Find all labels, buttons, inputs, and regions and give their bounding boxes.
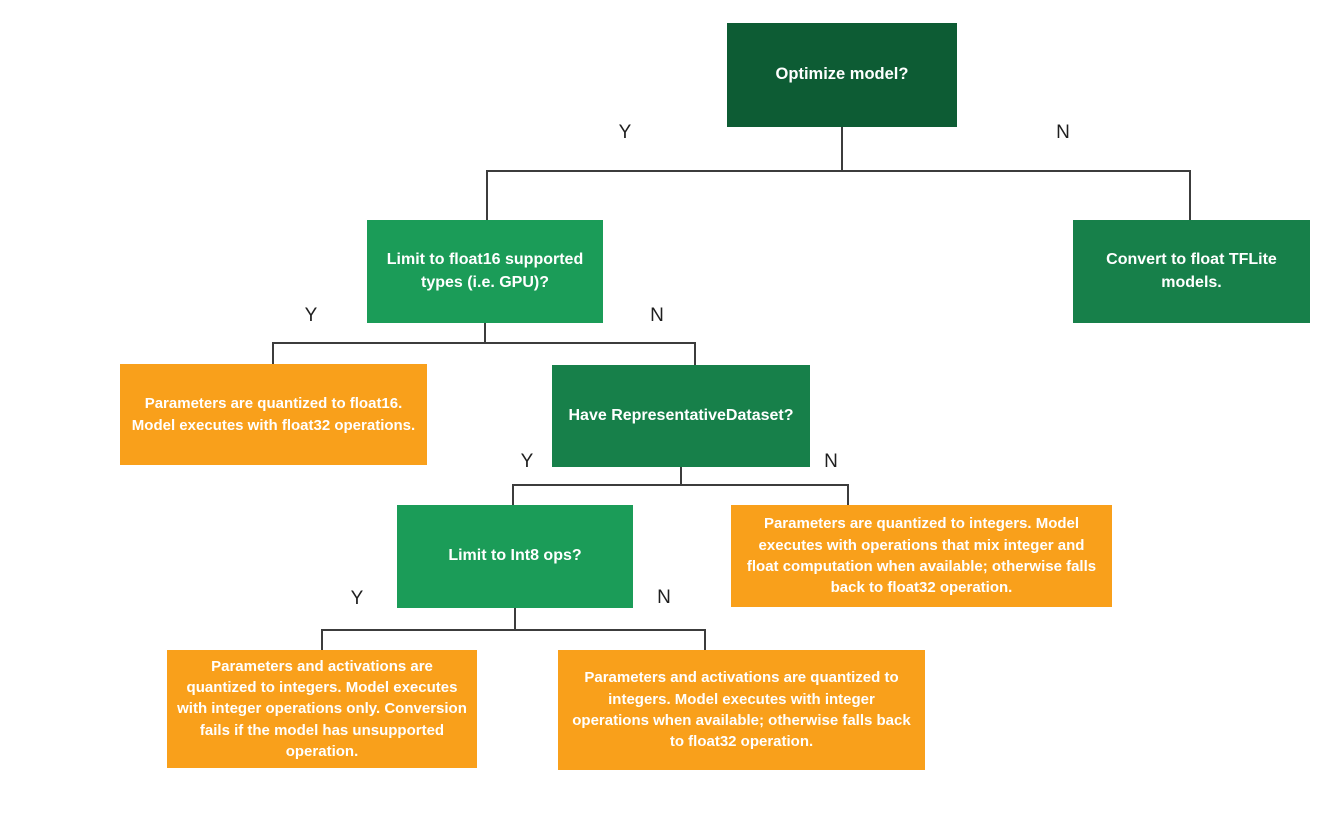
branch-label-float16-yes: Y — [304, 305, 318, 326]
node-integer-fallback-result-label: Parameters and activations are quantized… — [572, 669, 911, 751]
edge-float16-to-float16-result — [272, 323, 486, 364]
branch-label-rep-dataset-no: N — [824, 451, 838, 472]
node-have-representative-dataset: Have RepresentativeDataset? — [552, 365, 810, 467]
branch-label-float16-no: N — [650, 305, 664, 326]
node-limit-int8-ops: Limit to Int8 ops? — [397, 505, 633, 608]
branch-label-int8-yes: Y — [350, 588, 364, 609]
node-have-representative-dataset-label: Have RepresentativeDataset? — [568, 406, 794, 424]
edge-float16-to-rep-dataset — [485, 342, 696, 365]
branch-label-optimize-no: N — [1056, 122, 1070, 143]
branch-label-rep-dataset-yes: Y — [520, 451, 534, 472]
node-full-integer-result: Parameters and activations are quantized… — [167, 650, 477, 768]
edge-rep-dataset-to-dynamic-range-result — [681, 484, 849, 505]
node-integer-fallback-result: Parameters and activations are quantized… — [558, 650, 925, 770]
edge-optimize-to-float16 — [486, 127, 843, 220]
node-convert-float-tflite: Convert to float TFLite models. — [1073, 220, 1310, 323]
node-dynamic-range-result-label: Parameters are quantized to integers. Mo… — [746, 515, 1097, 597]
node-limit-int8-ops-label: Limit to Int8 ops? — [448, 547, 582, 565]
branch-label-int8-no: N — [657, 587, 671, 608]
edge-int8-to-int-fallback-result — [515, 629, 706, 650]
node-optimize-model: Optimize model? — [727, 23, 957, 127]
branch-label-optimize-yes: Y — [618, 122, 632, 143]
node-limit-float16-label: Limit to float16 supported types (i.e. G… — [386, 250, 584, 291]
node-float16-result-label: Parameters are quantized to float16. Mod… — [131, 395, 416, 434]
node-limit-float16: Limit to float16 supported types (i.e. G… — [367, 220, 603, 323]
edge-rep-dataset-to-int8 — [512, 467, 682, 505]
node-float16-result: Parameters are quantized to float16. Mod… — [120, 364, 427, 465]
node-dynamic-range-result: Parameters are quantized to integers. Mo… — [731, 505, 1112, 607]
node-full-integer-result-label: Parameters and activations are quantized… — [177, 657, 467, 760]
edge-optimize-to-convert-float — [842, 170, 1191, 220]
edge-int8-to-full-int-result — [321, 608, 516, 650]
node-optimize-model-label: Optimize model? — [775, 65, 909, 84]
node-convert-float-tflite-label: Convert to float TFLite models. — [1106, 250, 1277, 291]
